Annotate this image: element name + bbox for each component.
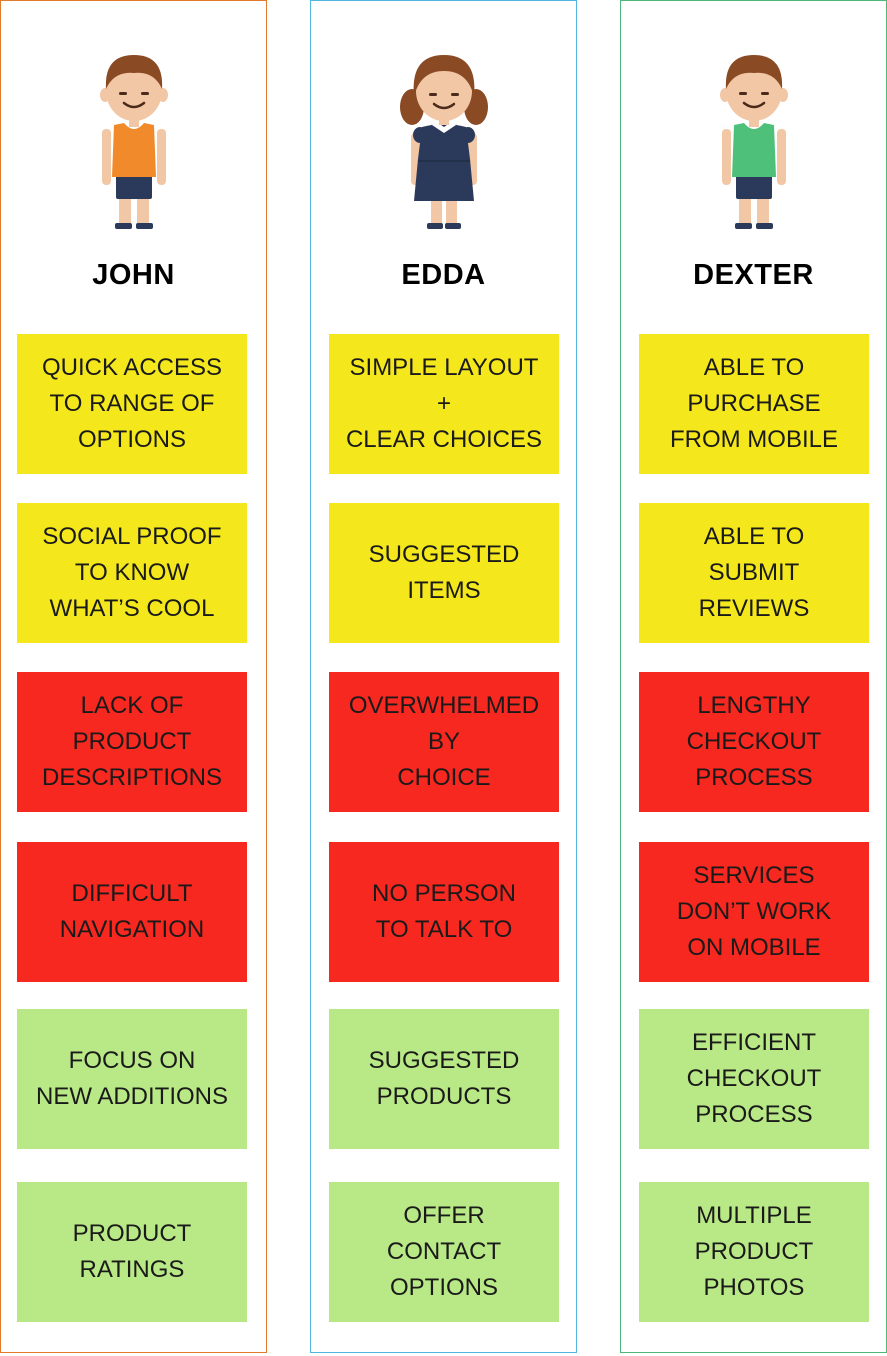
- pain-point-card: NO PERSON TO TALK TO: [329, 842, 559, 982]
- pain-point-card: SERVICES DON’T WORK ON MOBILE: [639, 842, 869, 982]
- solution-card: FOCUS ON NEW ADDITIONS: [17, 1009, 247, 1149]
- persona-column-john: JOHN QUICK ACCESS TO RANGE OF OPTIONS SO…: [0, 0, 267, 1353]
- solution-card: SUGGESTED PRODUCTS: [329, 1009, 559, 1149]
- solution-card: OFFER CONTACT OPTIONS: [329, 1182, 559, 1322]
- persona-column-edda: EDDA SIMPLE LAYOUT + CLEAR CHOICES SUGGE…: [310, 0, 577, 1353]
- girl-avatar-icon: [384, 49, 504, 231]
- pain-point-card: LACK OF PRODUCT DESCRIPTIONS: [17, 672, 247, 812]
- persona-name: DEXTER: [621, 259, 886, 292]
- solution-card: MULTIPLE PRODUCT PHOTOS: [639, 1182, 869, 1322]
- solution-card: EFFICIENT CHECKOUT PROCESS: [639, 1009, 869, 1149]
- solution-card: PRODUCT RATINGS: [17, 1182, 247, 1322]
- dexter-avatar-svg: [694, 49, 814, 231]
- need-card: ABLE TO SUBMIT REVIEWS: [639, 503, 869, 643]
- need-card: QUICK ACCESS TO RANGE OF OPTIONS: [17, 334, 247, 474]
- need-card: ABLE TO PURCHASE FROM MOBILE: [639, 334, 869, 474]
- boy-avatar-icon: [74, 49, 194, 231]
- john-avatar-svg: [74, 49, 194, 231]
- need-card: SIMPLE LAYOUT + CLEAR CHOICES: [329, 334, 559, 474]
- need-card: SUGGESTED ITEMS: [329, 503, 559, 643]
- boy-avatar-icon: [694, 49, 814, 231]
- need-card: SOCIAL PROOF TO KNOW WHAT’S COOL: [17, 503, 247, 643]
- persona-name: EDDA: [311, 259, 576, 292]
- pain-point-card: LENGTHY CHECKOUT PROCESS: [639, 672, 869, 812]
- pain-point-card: OVERWHELMED BY CHOICE: [329, 672, 559, 812]
- pain-point-card: DIFFICULT NAVIGATION: [17, 842, 247, 982]
- edda-avatar-svg: [384, 49, 504, 231]
- persona-name: JOHN: [1, 259, 266, 292]
- persona-column-dexter: DEXTER ABLE TO PURCHASE FROM MOBILE ABLE…: [620, 0, 887, 1353]
